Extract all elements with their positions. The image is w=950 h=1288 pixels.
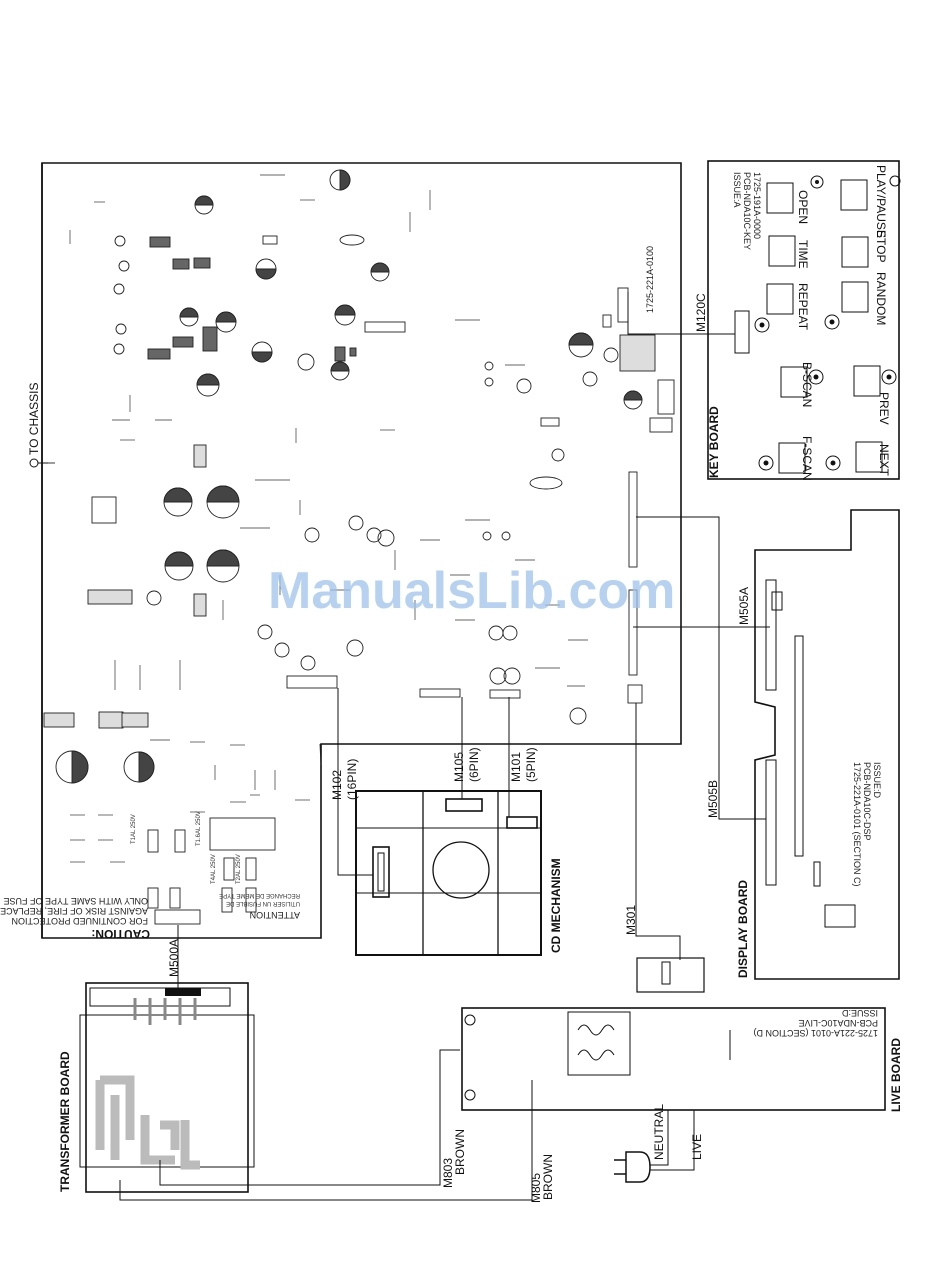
svg-text:PCB-NDA10C-LIVE: PCB-NDA10C-LIVE xyxy=(798,1018,878,1028)
m120c-label: M120C xyxy=(694,293,708,332)
chassis-ground: TO CHASSIS xyxy=(27,383,48,468)
m105-pins-label: (6PIN) xyxy=(467,747,481,782)
display-board xyxy=(754,509,900,980)
svg-text:UTILISER UN FUSIBLE DE: UTILISER UN FUSIBLE DE xyxy=(226,900,300,906)
key-board xyxy=(707,160,901,480)
key-open-label: OPEN xyxy=(796,190,810,224)
key-f-scan-label: F-SCAN xyxy=(800,436,814,481)
svg-text:T1AL 250V: T1AL 250V xyxy=(131,814,137,844)
svg-text:T1.6AL 250V: T1.6AL 250V xyxy=(196,811,202,846)
svg-text:FOR CONTINUED PROTECTION: FOR CONTINUED PROTECTION xyxy=(12,916,149,926)
attention-notice: ATTENTION UTILISER UN FUSIBLE DE RECHANG… xyxy=(219,892,300,920)
connector-labels: M120C M505A M505B M102 (16PIN) M105 (6PI… xyxy=(167,293,751,1203)
watermark: ManualsLib.com xyxy=(268,562,675,620)
key-play-pause-label: PLAY/PAUSE xyxy=(874,165,888,238)
key-board-title: KEY BOARD xyxy=(707,406,721,478)
cd-mechanism xyxy=(355,790,542,956)
live-pcb-info: ISSUE:D PCB-NDA10C-LIVE 1725-221A-0101 (… xyxy=(753,1008,878,1038)
m301-connector-box xyxy=(636,957,705,993)
svg-text:ONLY WITH SAME TYPE OF FUSE: ONLY WITH SAME TYPE OF FUSE xyxy=(3,896,148,906)
m101-label: M101 xyxy=(509,752,523,782)
neutral-wire-label: NEUTRAL xyxy=(652,1104,666,1160)
svg-text:1725-221A-0101 (SECTION C): 1725-221A-0101 (SECTION C) xyxy=(852,762,862,887)
svg-text:1725-221A-0101 (SECTION D): 1725-221A-0101 (SECTION D) xyxy=(753,1028,878,1038)
wire-labels: BROWN BROWN NEUTRAL LIVE xyxy=(453,1104,704,1200)
transformer-board xyxy=(79,982,255,1193)
m102-label: M102 xyxy=(330,770,344,800)
m803-label: M803 xyxy=(441,1158,455,1188)
svg-text:1725-191A-0000: 1725-191A-0000 xyxy=(752,172,762,239)
wiring xyxy=(119,292,770,1201)
display-board-title: DISPLAY BOARD xyxy=(736,880,750,978)
svg-text:ISSUE:A: ISSUE:A xyxy=(732,172,742,208)
key-stop-label: STOP xyxy=(874,230,888,262)
ac-plug xyxy=(614,1151,651,1183)
live-board xyxy=(461,1007,886,1111)
key-b-scan-label: B-SCAN xyxy=(800,362,814,407)
m102-pins-label: (16PIN) xyxy=(345,759,359,800)
key-repeat-label: REPEAT xyxy=(796,283,810,331)
transformer-board-title: TRANSFORMER BOARD xyxy=(58,1051,72,1192)
brown-wire-label-2: BROWN xyxy=(541,1154,555,1200)
key-prev-label: PREV xyxy=(877,392,891,425)
svg-text:AGAINST RISK OF FIRE, REPLACE: AGAINST RISK OF FIRE, REPLACE xyxy=(0,906,148,916)
key-random-label: RANDOM xyxy=(874,272,888,325)
m101-pins-label: (5PIN) xyxy=(524,747,538,782)
m301-label: M301 xyxy=(624,905,638,935)
key-switches xyxy=(766,179,883,474)
svg-text:T4AL 250V: T4AL 250V xyxy=(211,854,217,884)
to-chassis-label: TO CHASSIS xyxy=(27,383,41,455)
live-board-title: LIVE BOARD xyxy=(889,1038,903,1112)
fuse-ratings: T1AL 250V T1.6AL 250V T4AL 250V T2AL 250… xyxy=(131,811,242,884)
m505b-label: M505B xyxy=(706,780,720,818)
caution-notice: CAUTION: FOR CONTINUED PROTECTION AGAINS… xyxy=(0,896,150,941)
brown-wire-label-1: BROWN xyxy=(453,1129,467,1175)
key-time-label: TIME xyxy=(796,240,810,269)
m805-label: M805 xyxy=(529,1173,543,1203)
svg-text:ATTENTION: ATTENTION xyxy=(250,910,300,920)
main-board-reference-marks xyxy=(69,174,588,863)
main-pcb-number: 1725-221A-0100 xyxy=(645,246,655,313)
svg-text:CAUTION:: CAUTION: xyxy=(91,927,150,941)
key-button-labels: PLAY/PAUSE STOP RANDOM PREV NEXT OPEN TI… xyxy=(732,165,891,481)
m500a-label: M500A xyxy=(167,939,181,977)
m105-label: M105 xyxy=(452,752,466,782)
main-board xyxy=(41,162,682,939)
main-board-components xyxy=(43,169,675,925)
svg-text:PCB-NDA10C-DSP: PCB-NDA10C-DSP xyxy=(862,762,872,841)
svg-text:RECHANGE DE MEME TYPE: RECHANGE DE MEME TYPE xyxy=(219,892,300,898)
svg-text:PCB-NDA10C-KEY: PCB-NDA10C-KEY xyxy=(742,172,752,250)
key-next-label: NEXT xyxy=(877,444,891,477)
cd-mechanism-title: CD MECHANISM xyxy=(549,858,563,953)
live-wire-label: LIVE xyxy=(690,1134,704,1160)
display-pcb-info: ISSUE:D PCB-NDA10C-DSP 1725-221A-0101 (S… xyxy=(852,762,882,887)
svg-text:ISSUE:D: ISSUE:D xyxy=(841,1008,878,1018)
m505a-label: M505A xyxy=(737,587,751,625)
svg-text:T2AL 250V: T2AL 250V xyxy=(236,854,242,884)
svg-text:ISSUE:D: ISSUE:D xyxy=(872,762,882,799)
